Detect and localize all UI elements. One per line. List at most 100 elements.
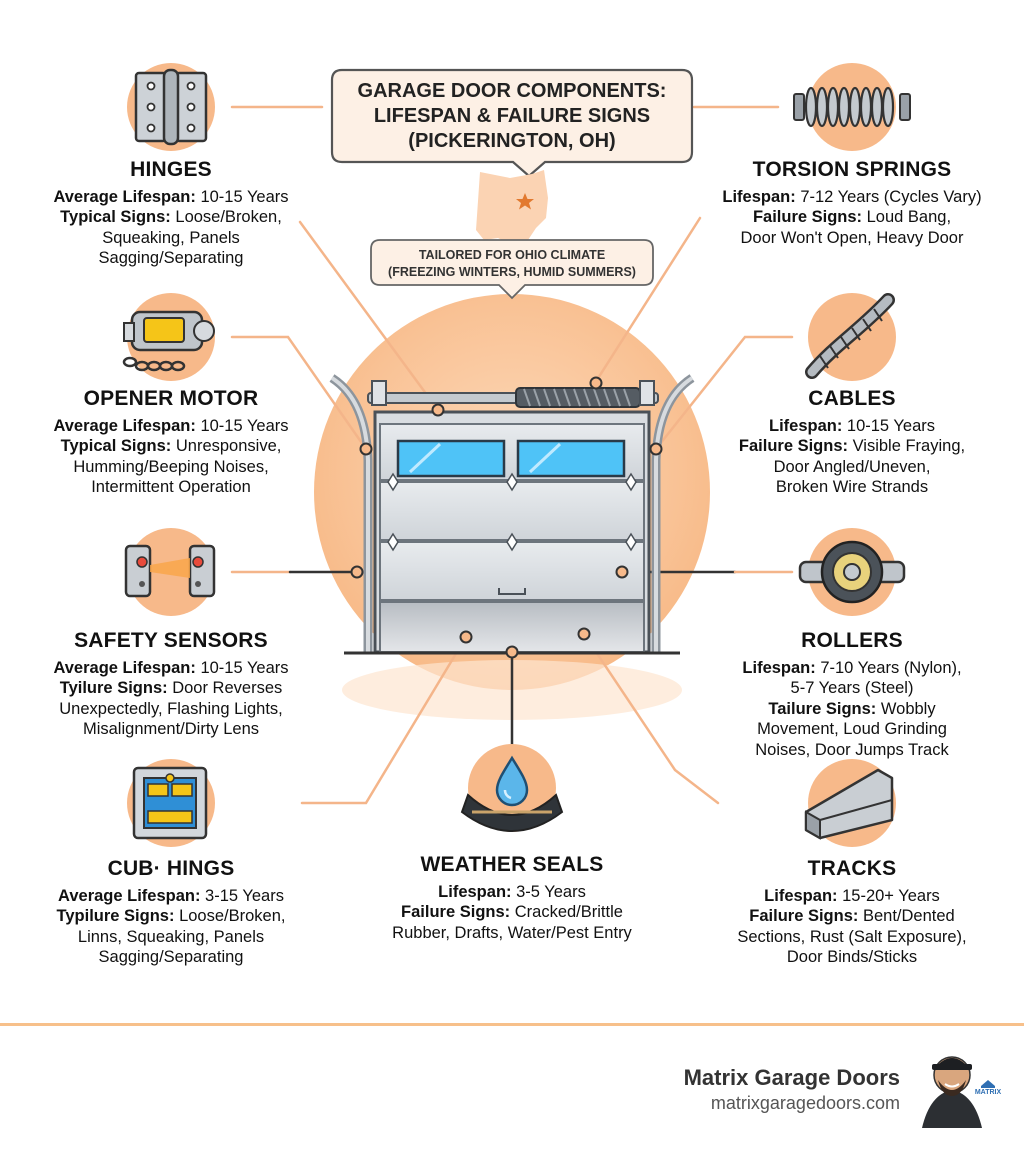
page-title-line-3: (PICKERINGTON, OH) — [408, 130, 615, 152]
lifespan-label: Average Lifespan: — [53, 187, 196, 206]
lifespan-label: Lifespan: — [438, 882, 512, 901]
lifespan-value: 7-12 Years (Cycles Vary) — [795, 187, 982, 206]
component-title: OPENER MOTOR — [83, 387, 259, 410]
torsion-spring-icon — [793, 63, 911, 151]
component-cables: CABLES Lifespan: 10-15 Years Failure Sig… — [702, 387, 1002, 498]
component-weather-seals: WEATHER SEALS Lifespan: 3-5 Years Failur… — [352, 853, 672, 943]
weather-seal-icon — [460, 744, 564, 832]
component-title: HINGES — [130, 158, 212, 181]
signs-line: Door Binds/Sticks — [786, 948, 918, 966]
subtitle-bubble: TAILORED FOR OHIO CLIMATE (FREEZING WINT… — [370, 239, 654, 300]
lifespan-value: 7-10 Years (Nylon), — [815, 658, 962, 677]
component-title: TORSION SPRINGS — [752, 158, 952, 181]
component-title: SAFETY SENSORS — [74, 629, 268, 652]
signs-line: Rubber, Drafts, Water/Pest Entry — [392, 923, 632, 942]
signs-line: Misalignment/Dirty Lens — [82, 720, 260, 738]
lifespan-value: 10-15 Years — [195, 416, 289, 435]
roller-icon — [798, 528, 906, 616]
brand-name: Matrix Garage Doors — [683, 1065, 900, 1090]
component-safety-sensors: SAFETY SENSORS Average Lifespan: 10-15 Y… — [25, 629, 317, 740]
signs-line: Linns, Squeaking, Panels — [77, 927, 265, 946]
lifespan-label: Average Lifespan: — [53, 658, 196, 677]
lifespan-label: Lifespan: — [768, 416, 843, 435]
signs-label: Typical Signs: — [60, 208, 171, 226]
lifespan-value: 3-5 Years — [511, 882, 586, 901]
door-window-left — [396, 439, 506, 478]
avatar-badge: MATRIX — [975, 1089, 1002, 1096]
signs-label: Tyilure Signs: — [59, 679, 168, 697]
safety-sensor-icon — [124, 528, 216, 616]
signs-line: Noises, Door Jumps Track — [755, 740, 949, 759]
location-star-icon — [516, 193, 534, 210]
signs-line: Unexpectedly, Flashing Lights, — [59, 699, 283, 718]
lifespan-value: 3-15 Years — [200, 886, 284, 905]
signs-value: Cracked/Brittle — [510, 903, 623, 921]
cable-icon — [805, 293, 896, 381]
lifespan-label: Lifespan: — [742, 658, 816, 677]
lifespan-value: 10-15 Years — [195, 658, 289, 677]
lifespan-label: Average Lifespan: — [58, 886, 201, 905]
lifespan-label: Lifespan: — [722, 187, 796, 206]
signs-value: Bent/Dented — [858, 907, 955, 925]
component-tracks: TRACKS Lifespan: 15-20+ Years Failure Si… — [702, 857, 1002, 968]
control-panel-icon — [127, 759, 215, 847]
signs-label: Typical Signs: — [60, 437, 172, 455]
house-logo-icon — [981, 1080, 995, 1088]
signs-value: Visible Fraying, — [848, 437, 966, 455]
signs-value: Wobbly — [876, 699, 936, 718]
ohio-state-icon — [476, 170, 548, 244]
signs-value: Loose/Broken, — [174, 907, 286, 925]
lifespan-value: 10-15 Years — [195, 187, 289, 206]
signs-line: Movement, Loud Grinding — [757, 720, 947, 738]
component-opener-motor: OPENER MOTOR Average Lifespan: 10-15 Yea… — [25, 387, 317, 498]
signs-label: Failure Signs: — [738, 437, 848, 455]
garage-door-illustration — [329, 374, 695, 659]
signs-line: Door Angled/Uneven, — [773, 457, 931, 476]
component-title: CABLES — [808, 387, 896, 410]
signs-line: Intermittent Operation — [91, 478, 251, 496]
signs-value: Door Reverses — [167, 679, 283, 697]
lifespan-line: 5-7 Years (Steel) — [790, 679, 914, 697]
lifespan-value: 15-20+ Years — [837, 886, 940, 905]
signs-label: Tailure Signs: — [768, 699, 877, 718]
track-icon — [804, 759, 896, 847]
connector-lines — [230, 105, 794, 805]
signs-label: Failure Signs: — [401, 903, 511, 921]
signs-line: Sagging/Separating — [98, 249, 244, 267]
component-rollers: ROLLERS Lifespan: 7-10 Years (Nylon), 5-… — [702, 629, 1002, 760]
signs-label: Failure Signs: — [752, 208, 863, 226]
signs-label: Typilure Signs: — [56, 907, 175, 925]
page-title-line-2: LIFESPAN & FAILURE SIGNS — [374, 105, 650, 127]
brand-url[interactable]: matrixgaragedoors.com — [710, 1093, 900, 1113]
subtitle-line-2: (FREEZING WINTERS, HUMID SUMMERS) — [388, 265, 636, 279]
signs-line: Sagging/Separating — [98, 948, 244, 966]
hinge-icon — [127, 63, 215, 151]
signs-label: Failure Signs: — [749, 907, 859, 925]
signs-line: Broken Wire Strands — [775, 478, 929, 496]
component-cub-hings: CUB· HINGS Average Lifespan: 3-15 Years … — [25, 857, 317, 968]
component-title: CUB· HINGS — [107, 857, 235, 880]
door-window-right — [516, 439, 626, 478]
page-title-line-1: GARAGE DOOR COMPONENTS: — [358, 80, 667, 102]
component-title: ROLLERS — [801, 629, 903, 652]
signs-line: Squeaking, Panels — [102, 228, 240, 247]
signs-line: Sections, Rust (Salt Exposure), — [737, 927, 967, 946]
lifespan-label: Lifespan: — [764, 886, 838, 905]
signs-value: Loud Bang, — [862, 208, 952, 226]
signs-line: Door Won't Open, Heavy Door — [740, 228, 964, 247]
subtitle-line-1: TAILORED FOR OHIO CLIMATE — [419, 248, 605, 262]
component-title: WEATHER SEALS — [420, 853, 604, 876]
header-bubble: GARAGE DOOR COMPONENTS: LIFESPAN & FAILU… — [330, 68, 694, 178]
lifespan-value: 10-15 Years — [842, 416, 935, 435]
lifespan-label: Average Lifespan: — [53, 416, 196, 435]
signs-value: Loose/Broken, — [170, 208, 282, 226]
footer-divider — [0, 1023, 1024, 1026]
signs-line: Humming/Beeping Noises, — [73, 457, 269, 476]
component-hinges: HINGES Average Lifespan: 10-15 Years Typ… — [25, 158, 317, 269]
component-torsion-springs: TORSION SPRINGS Lifespan: 7-12 Years (Cy… — [702, 158, 1002, 248]
footer-brand: Matrix Garage Doors matrixgaragedoors.co… — [684, 1065, 900, 1114]
component-title: TRACKS — [807, 857, 897, 880]
signs-value: Unresponsive, — [171, 437, 282, 455]
opener-motor-icon — [122, 293, 215, 381]
